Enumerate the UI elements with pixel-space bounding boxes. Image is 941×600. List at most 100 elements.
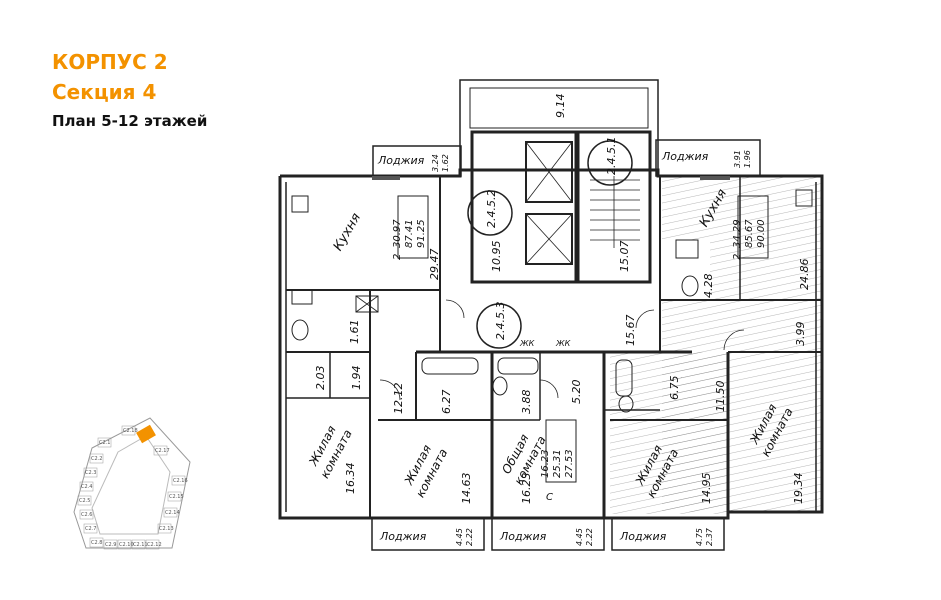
area-2-03: 2.03 xyxy=(314,366,327,391)
apt-right-total: 85.67 xyxy=(744,219,755,248)
area-29-47: 29.47 xyxy=(428,249,441,281)
apt-mid-full: 27.53 xyxy=(564,449,575,478)
keyplan-unit-label: С2.16 xyxy=(173,478,188,484)
keyplan-unit-label: С2.15 xyxy=(169,494,184,500)
keyplan-unit-box xyxy=(97,437,112,448)
area-15-07: 15.07 xyxy=(618,241,631,273)
area-15-67: 15.67 xyxy=(624,315,637,347)
building-title: КОРПУС 2 xyxy=(52,50,168,74)
keyplan-unit-box xyxy=(79,509,94,520)
plan-title: План 5-12 этажей xyxy=(52,112,208,130)
keyplan-unit-box xyxy=(83,467,98,478)
keyplan-unit-label: С2.13 xyxy=(159,526,174,532)
keyplan-unit-label: С2.11 xyxy=(133,542,148,548)
loggia-tr-reduced: 1.96 xyxy=(743,150,752,168)
keyplan-unit-box xyxy=(79,481,94,492)
area-1-61: 1.61 xyxy=(348,320,361,345)
keyplan-unit-box xyxy=(83,523,98,534)
keyplan-unit-label: С2.14 xyxy=(165,510,180,516)
apt-right-living: 34.29 xyxy=(732,219,743,248)
loggia-tl-reduced: 1.62 xyxy=(441,154,450,172)
keyplan-unit-label: С2.9 xyxy=(105,542,116,548)
area-6-27: 6.27 xyxy=(440,390,453,415)
label-loggia-b1: Лоджия xyxy=(379,530,427,543)
apt-right-full: 90.00 xyxy=(756,219,767,248)
loggia-b1-reduced: 2.22 xyxy=(465,528,474,546)
label-zhk-1: ЖК xyxy=(519,339,535,348)
apt-left-living: 30.97 xyxy=(392,219,403,248)
label-zhk-2: ЖК xyxy=(555,339,571,348)
loggia-tr-area: 3.91 xyxy=(733,150,742,168)
keyplan-unit-box xyxy=(89,453,104,464)
keyplan-unit-label: С2.3 xyxy=(85,470,96,476)
loggia-b2-reduced: 2.22 xyxy=(585,528,594,546)
label-c: С xyxy=(546,492,553,503)
keyplan-unit-label: С2.10 xyxy=(119,542,134,548)
apt-right-rooms: 2 xyxy=(732,254,743,260)
area-19-34: 19.34 xyxy=(792,473,805,505)
area-3-99: 3.99 xyxy=(794,322,807,347)
apartment-left-summary: 2 30.97 87.41 91.25 xyxy=(392,219,427,260)
area-9-14: 9.14 xyxy=(554,94,567,119)
loggia-areas: 3.24 1.62 3.91 1.96 4.45 2.22 4.45 2.22 … xyxy=(431,150,752,546)
keyplan-unit-label: С2.18 xyxy=(123,428,138,434)
apt-mid-living: 16.23 xyxy=(540,449,551,478)
keyplan-unit-box xyxy=(131,539,146,550)
apartment-middle-summary: 16.23 25.31 27.53 xyxy=(540,449,575,478)
apt-mid-total: 25.31 xyxy=(552,449,563,478)
loggia-b1-area: 4.45 xyxy=(455,528,464,546)
hall-id-1: 2.4.5.1 xyxy=(605,137,618,175)
keyplan-unit-label: С2.2 xyxy=(91,456,102,462)
keyplan-highlight xyxy=(136,424,156,444)
area-3-88: 3.88 xyxy=(520,390,533,415)
keyplan-unit-label: С2.7 xyxy=(85,526,96,532)
apt-left-full: 91.25 xyxy=(416,219,427,248)
area-14-63: 14.63 xyxy=(460,473,473,505)
keyplan-unit-box xyxy=(145,539,160,550)
keyplan-unit-box xyxy=(103,539,118,550)
apt-left-total: 87.41 xyxy=(404,219,415,248)
keyplan-unit-label: С2.8 xyxy=(91,540,102,546)
keyplan-unit-box xyxy=(77,495,92,506)
area-1-94: 1.94 xyxy=(350,366,363,391)
loggia-tl-area: 3.24 xyxy=(431,154,440,172)
keyplan-unit-label: С2.1 xyxy=(99,440,110,446)
hall-id-3: 2.4.5.3 xyxy=(494,302,507,340)
area-16-34: 16.34 xyxy=(344,463,357,495)
room-areas: 9.14 29.47 10.95 15.07 4.28 24.86 3.99 1… xyxy=(314,94,811,505)
keyplan-unit-box xyxy=(117,539,132,550)
area-14-95: 14.95 xyxy=(700,473,713,505)
area-24-86: 24.86 xyxy=(798,259,811,291)
keyplan-unit-label: С2.6 xyxy=(81,512,92,518)
area-5-20: 5.20 xyxy=(570,380,583,405)
keyplan-unit-label: С2.4 xyxy=(81,484,92,490)
apt-left-rooms: 2 xyxy=(392,254,403,260)
label-loggia-tr: Лоджия xyxy=(661,150,709,163)
keyplan-unit-label: С2.5 xyxy=(79,498,90,504)
keyplan-unit-label: С2.12 xyxy=(147,542,162,548)
keyplan-unit-box xyxy=(89,537,104,548)
label-loggia-b3: Лоджия xyxy=(619,530,667,543)
keyplan-unit-box xyxy=(171,475,186,486)
area-6-75: 6.75 xyxy=(668,376,681,401)
area-16-23: 16.23 xyxy=(520,473,533,505)
keyplan-unit-box xyxy=(157,523,172,534)
area-10-95: 10.95 xyxy=(490,241,503,273)
loggia-b2-area: 4.45 xyxy=(575,528,584,546)
keyplan-unit-box xyxy=(167,491,182,502)
keyplan-unit-box xyxy=(121,425,136,436)
section-title: Секция 4 xyxy=(52,80,157,104)
label-loggia-b2: Лоджия xyxy=(499,530,547,543)
label-loggia-tl: Лоджия xyxy=(377,154,425,167)
label-kitchen-left: Кухня xyxy=(331,211,365,254)
hall-id-2: 2.4.5.2 xyxy=(485,190,498,228)
area-4-28: 4.28 xyxy=(702,274,715,299)
apartment-right-summary: 2 34.29 85.67 90.00 xyxy=(732,219,767,260)
hatched-apartment xyxy=(610,176,822,514)
walls xyxy=(278,79,824,551)
loggia-b3-reduced: 2.37 xyxy=(705,527,714,546)
area-11-50: 11.50 xyxy=(714,381,727,413)
loggia-b3-area: 4.75 xyxy=(695,528,704,546)
